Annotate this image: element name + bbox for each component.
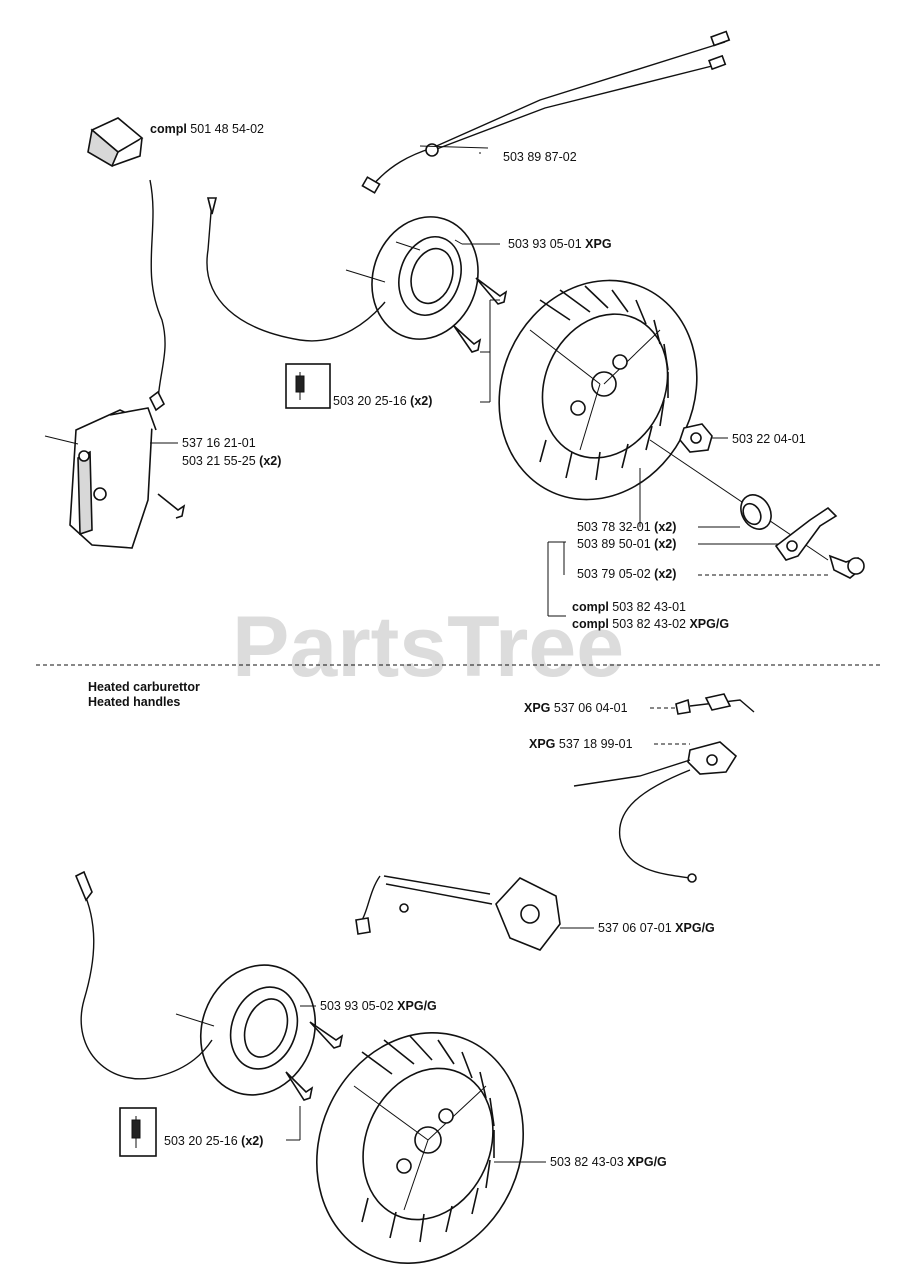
- flywheel-2-part: [316, 1031, 546, 1265]
- ignition-cap-part: [87, 117, 166, 401]
- flywheel-coil-1-part: [206, 197, 508, 353]
- callout-screw-1: 503 20 25-16 (x2): [333, 394, 432, 408]
- cable-part: [361, 30, 731, 194]
- callout-spring: 503 78 32-01 (x2): [577, 520, 676, 534]
- top-leader-lines: [150, 145, 830, 617]
- heater-1-part: [650, 693, 755, 715]
- callout-screw-2: 503 20 25-16 (x2): [164, 1134, 263, 1148]
- ignition-module-part: [44, 390, 186, 549]
- callout-flywheel-compl-b: compl 503 82 43-02 XPG/G: [572, 617, 729, 631]
- heater-2-part: [573, 741, 738, 883]
- callout-heater-plate: 537 06 07-01 XPG/G: [598, 921, 715, 935]
- callout-ignition-module-b: 503 21 55-25 (x2): [182, 454, 281, 468]
- heater-plate-part: [355, 875, 594, 951]
- section-label-heated-handles: Heated handles: [88, 695, 180, 709]
- callout-flywheel-2: 503 82 43-03 XPG/G: [550, 1155, 667, 1169]
- callout-heater-1: XPG 537 06 04-01: [524, 701, 628, 715]
- callout-heater-2: XPG 537 18 99-01: [529, 737, 633, 751]
- flywheel-1-part: [498, 279, 829, 561]
- callout-pawl: 503 89 50-01 (x2): [577, 537, 676, 551]
- callout-flywheel-coil-2: 503 93 05-02 XPG/G: [320, 999, 437, 1013]
- callout-flywheel-compl-a: compl 503 82 43-01: [572, 600, 686, 614]
- nut-part: [679, 423, 713, 453]
- callout-cable: 503 89 87-02: [503, 150, 577, 164]
- callout-ignition-cap: compl 501 48 54-02: [150, 122, 264, 136]
- watermark: PartsTree: [232, 599, 624, 695]
- callout-nut: 503 22 04-01: [732, 432, 806, 446]
- section-label-heated-carburettor: Heated carburettor: [88, 680, 200, 694]
- callout-pin: 503 79 05-02 (x2): [577, 567, 676, 581]
- callout-flywheel-coil-1: 503 93 05-01 XPG: [508, 237, 612, 251]
- flywheel-coil-2-part: [74, 870, 344, 1101]
- clutch-parts: [740, 494, 865, 579]
- callout-ignition-module-a: 537 16 21-01: [182, 436, 256, 450]
- screw-symbol-1: [285, 363, 331, 409]
- screw-symbol-2: [119, 1106, 301, 1157]
